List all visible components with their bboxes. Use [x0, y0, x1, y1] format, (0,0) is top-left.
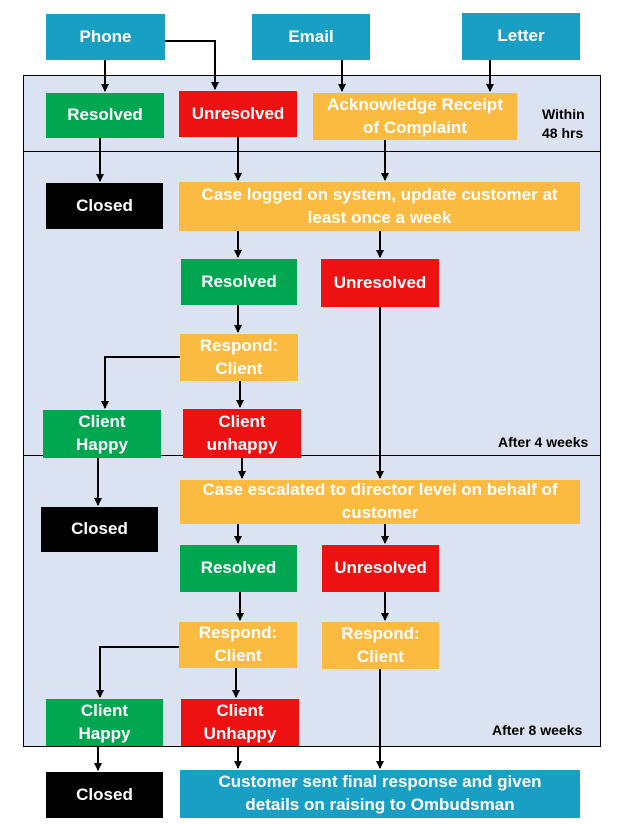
case-logged-box: Case logged on system, update customer a… [179, 182, 580, 231]
stage2-resolved-box: Resolved [181, 259, 297, 305]
timing-48hrs-label: Within 48 hrs [542, 106, 585, 141]
stage1-unresolved-box: Unresolved [179, 91, 297, 137]
timing-8weeks-label: After 8 weeks [492, 722, 583, 738]
phone-box: Phone [46, 14, 165, 60]
arrow-respond-left-happy [96, 646, 180, 698]
arrow-phone-unresolved [165, 40, 219, 90]
stage3-client-happy-box: Client Happy [46, 699, 163, 746]
stage2-client-happy-box: Client Happy [43, 410, 161, 458]
stage3-closed-box: Closed [41, 507, 158, 552]
stage3-client-unhappy-box: Client Unhappy [181, 699, 299, 746]
stage2-closed-box: Closed [46, 183, 163, 229]
arrow-respond-happy [101, 356, 180, 409]
stage2-respond-client-box: Respond: Client [180, 334, 298, 381]
letter-box: Letter [462, 13, 580, 60]
final-closed-box: Closed [46, 772, 163, 818]
email-box: Email [252, 14, 370, 60]
stage1-resolved-box: Resolved [46, 93, 164, 138]
stage2-client-unhappy-box: Client unhappy [183, 409, 301, 458]
acknowledge-receipt-box: Acknowledge Receipt of Complaint [313, 93, 517, 140]
timing-4weeks-label: After 4 weeks [498, 434, 589, 450]
stage3-resolved-box: Resolved [180, 545, 297, 592]
ombudsman-box: Customer sent final response and given d… [180, 770, 580, 818]
stage3-respond-client-left-box: Respond: Client [179, 622, 297, 668]
case-escalated-box: Case escalated to director level on beha… [180, 480, 580, 524]
stage2-unresolved-box: Unresolved [321, 259, 439, 307]
stage3-unresolved-box: Unresolved [322, 545, 439, 592]
stage3-respond-client-right-box: Respond: Client [322, 622, 439, 669]
